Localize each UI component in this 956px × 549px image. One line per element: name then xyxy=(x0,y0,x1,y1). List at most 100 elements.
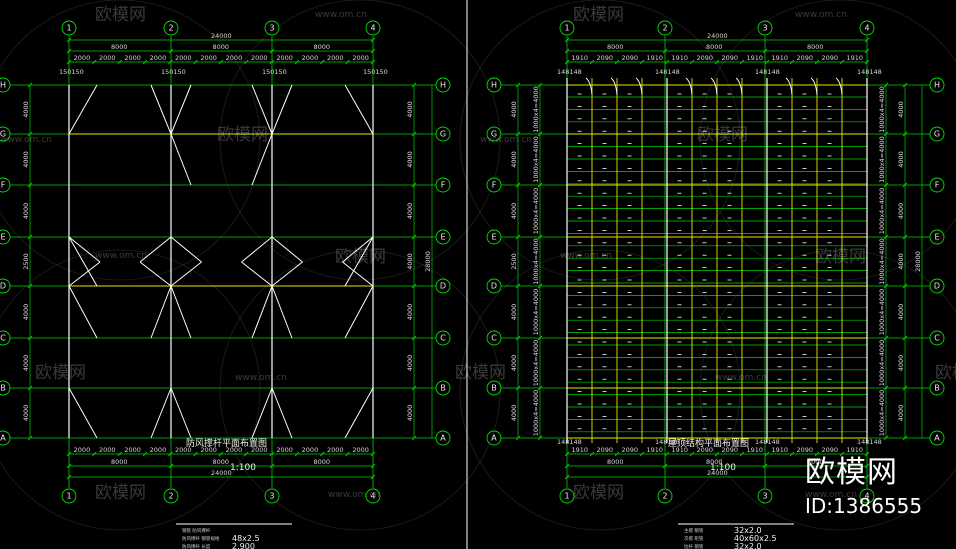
right-note-label: 拉杆 钢管 xyxy=(684,543,704,549)
right-vdim-tick xyxy=(537,234,543,240)
right-note-label: 次檩 矩管 xyxy=(684,535,704,542)
right-axis-bubble-bottom xyxy=(657,488,673,504)
right-axis-bubble-right xyxy=(929,77,945,93)
left-axis-bubble-right xyxy=(435,229,451,245)
left-axis-label-right: F xyxy=(441,181,446,190)
left-axis-bubble-top xyxy=(163,20,179,36)
left-axis-bubble-left xyxy=(0,77,11,93)
left-axis-bubble-right xyxy=(435,77,451,93)
right-dim-top-sub: 1910 xyxy=(647,54,664,62)
left-wind-brace xyxy=(68,236,101,263)
left-dim-bottom-sub: 2000 xyxy=(276,446,293,454)
left-axis-bubble-right xyxy=(435,278,451,294)
right-dim-top-span: 8000 xyxy=(807,43,824,51)
right-left_dims: 1000x4=4000 xyxy=(532,340,540,387)
left-axis-bubble-left xyxy=(0,229,11,245)
left-dim-bottom-sub: 2000 xyxy=(302,446,319,454)
right-note-value: 40x60x2.5 xyxy=(734,534,777,543)
watermark-brand: 欧模网 xyxy=(335,247,386,267)
right-axis-label-left: H xyxy=(491,81,497,90)
right-vdim-tick xyxy=(537,131,543,137)
left-axis-label-bottom: 2 xyxy=(168,492,173,501)
brand-id: ID:1386555 xyxy=(805,494,922,518)
left-dim-top-small: 150150 xyxy=(363,68,388,76)
left-wind-brace xyxy=(68,261,101,287)
right-tie-rod-hook xyxy=(585,77,593,96)
right-axis-bubble-right xyxy=(929,330,945,346)
right-axis-bubble-right xyxy=(929,278,945,294)
left-dim-top-sub: 2000 xyxy=(352,54,369,62)
left-wind-brace xyxy=(344,285,374,339)
right-vdim-tick xyxy=(515,182,521,188)
right-axis-label-top: 4 xyxy=(864,24,869,33)
right-dim-tick xyxy=(764,451,770,457)
right-outer_left_dims: 2500 xyxy=(510,253,518,270)
left-wind-brace xyxy=(68,387,98,439)
right-vdim-tick xyxy=(902,283,908,289)
left-dim-bottom-sub: 2000 xyxy=(99,446,116,454)
right-vdim-tick xyxy=(537,182,543,188)
right-dim-tick xyxy=(864,48,870,54)
right-dim-bottom-sub: 1910 xyxy=(647,446,664,454)
left-axis-bubble-left xyxy=(0,430,11,446)
right-axis-bubble-top xyxy=(859,20,875,36)
right-vdim-tick xyxy=(902,82,908,88)
right-dim-top-small: 148148 xyxy=(755,68,780,76)
left-dim-top-span: 8000 xyxy=(213,43,230,51)
right-dim-bottom-sub: 2090 xyxy=(622,446,639,454)
right-right_dims: 1000x4=4000 xyxy=(878,390,886,437)
right-left_dims: 1000x4=4000 xyxy=(532,289,540,336)
watermark-site: www.om.cn xyxy=(480,135,532,145)
left-wind-brace xyxy=(344,387,374,439)
right-axis-bubble-left xyxy=(486,278,502,294)
right-dim-top-sub: 1910 xyxy=(772,54,789,62)
left-note-label: 防风撑杆 钢管规格 xyxy=(182,535,220,542)
right-note-value: 32x2.0 xyxy=(734,526,762,535)
right-left_dims: 1000x4=4000 xyxy=(532,390,540,437)
right-dim-top-sub: 2090 xyxy=(797,54,814,62)
watermark-site: www.om.cn xyxy=(0,135,52,145)
right-dim-tick xyxy=(689,451,695,457)
right-axis-label-left: F xyxy=(492,181,497,190)
left-dim-tick xyxy=(168,451,173,457)
right-axis-label-right: A xyxy=(934,434,940,443)
left-dim-tick xyxy=(294,451,300,457)
left-axis-label-bottom: 3 xyxy=(269,492,274,501)
right-outer_right_dims: 4000 xyxy=(897,151,905,168)
brand-logo: 欧模网 xyxy=(805,455,898,490)
right-outer_left_dims: 4000 xyxy=(510,151,518,168)
right-dim-bottom-sub: 1910 xyxy=(847,446,864,454)
right-dim-bottom-small: 148148 xyxy=(557,438,582,446)
left-dim-bottom-sub: 2000 xyxy=(352,446,369,454)
left-dim-tick xyxy=(66,474,72,480)
right-plan-title: 屋顶结构平面布置图 xyxy=(668,437,749,449)
watermark-brand: 欧模网 xyxy=(697,125,748,145)
right-axis-label-top: 2 xyxy=(662,24,667,33)
left-dim-top-sub: 2000 xyxy=(99,54,116,62)
right-dim-tick xyxy=(864,451,870,457)
right-dim-bottom-sub: 2090 xyxy=(597,446,614,454)
left-dim-top-sub: 2000 xyxy=(302,54,319,62)
right-dim-bottom-small: 148148 xyxy=(857,438,882,446)
watermark-arcs xyxy=(0,0,956,531)
left-plan-scale: 1:100 xyxy=(230,463,256,473)
watermark-site: www.om.cn xyxy=(315,10,367,20)
left-dim-tick xyxy=(142,451,148,457)
left-wind-brace xyxy=(241,236,273,263)
right-tie-rod-hook xyxy=(810,77,818,96)
right-dim-bottom-sub: 1910 xyxy=(747,446,764,454)
watermark-brand: 欧模网 xyxy=(573,483,624,503)
left-dim-bottom-total: 24000 xyxy=(211,469,232,477)
right-vdim-tick xyxy=(537,82,543,88)
left-wind-brace xyxy=(342,236,374,263)
right-dim-tick xyxy=(864,474,870,480)
left-axis-label-left: H xyxy=(0,81,6,90)
left-dim-top-sub: 2000 xyxy=(200,54,217,62)
right-dim-tick xyxy=(614,451,620,457)
left-dim-top-total: 24000 xyxy=(211,32,232,40)
left-vdim-tick xyxy=(27,182,33,188)
right-dim-top-sub: 1910 xyxy=(747,54,764,62)
left-axis-label-left: F xyxy=(1,181,6,190)
left-vdim-tick xyxy=(411,82,417,88)
right-left_dims: 1000x4=4000 xyxy=(532,188,540,235)
